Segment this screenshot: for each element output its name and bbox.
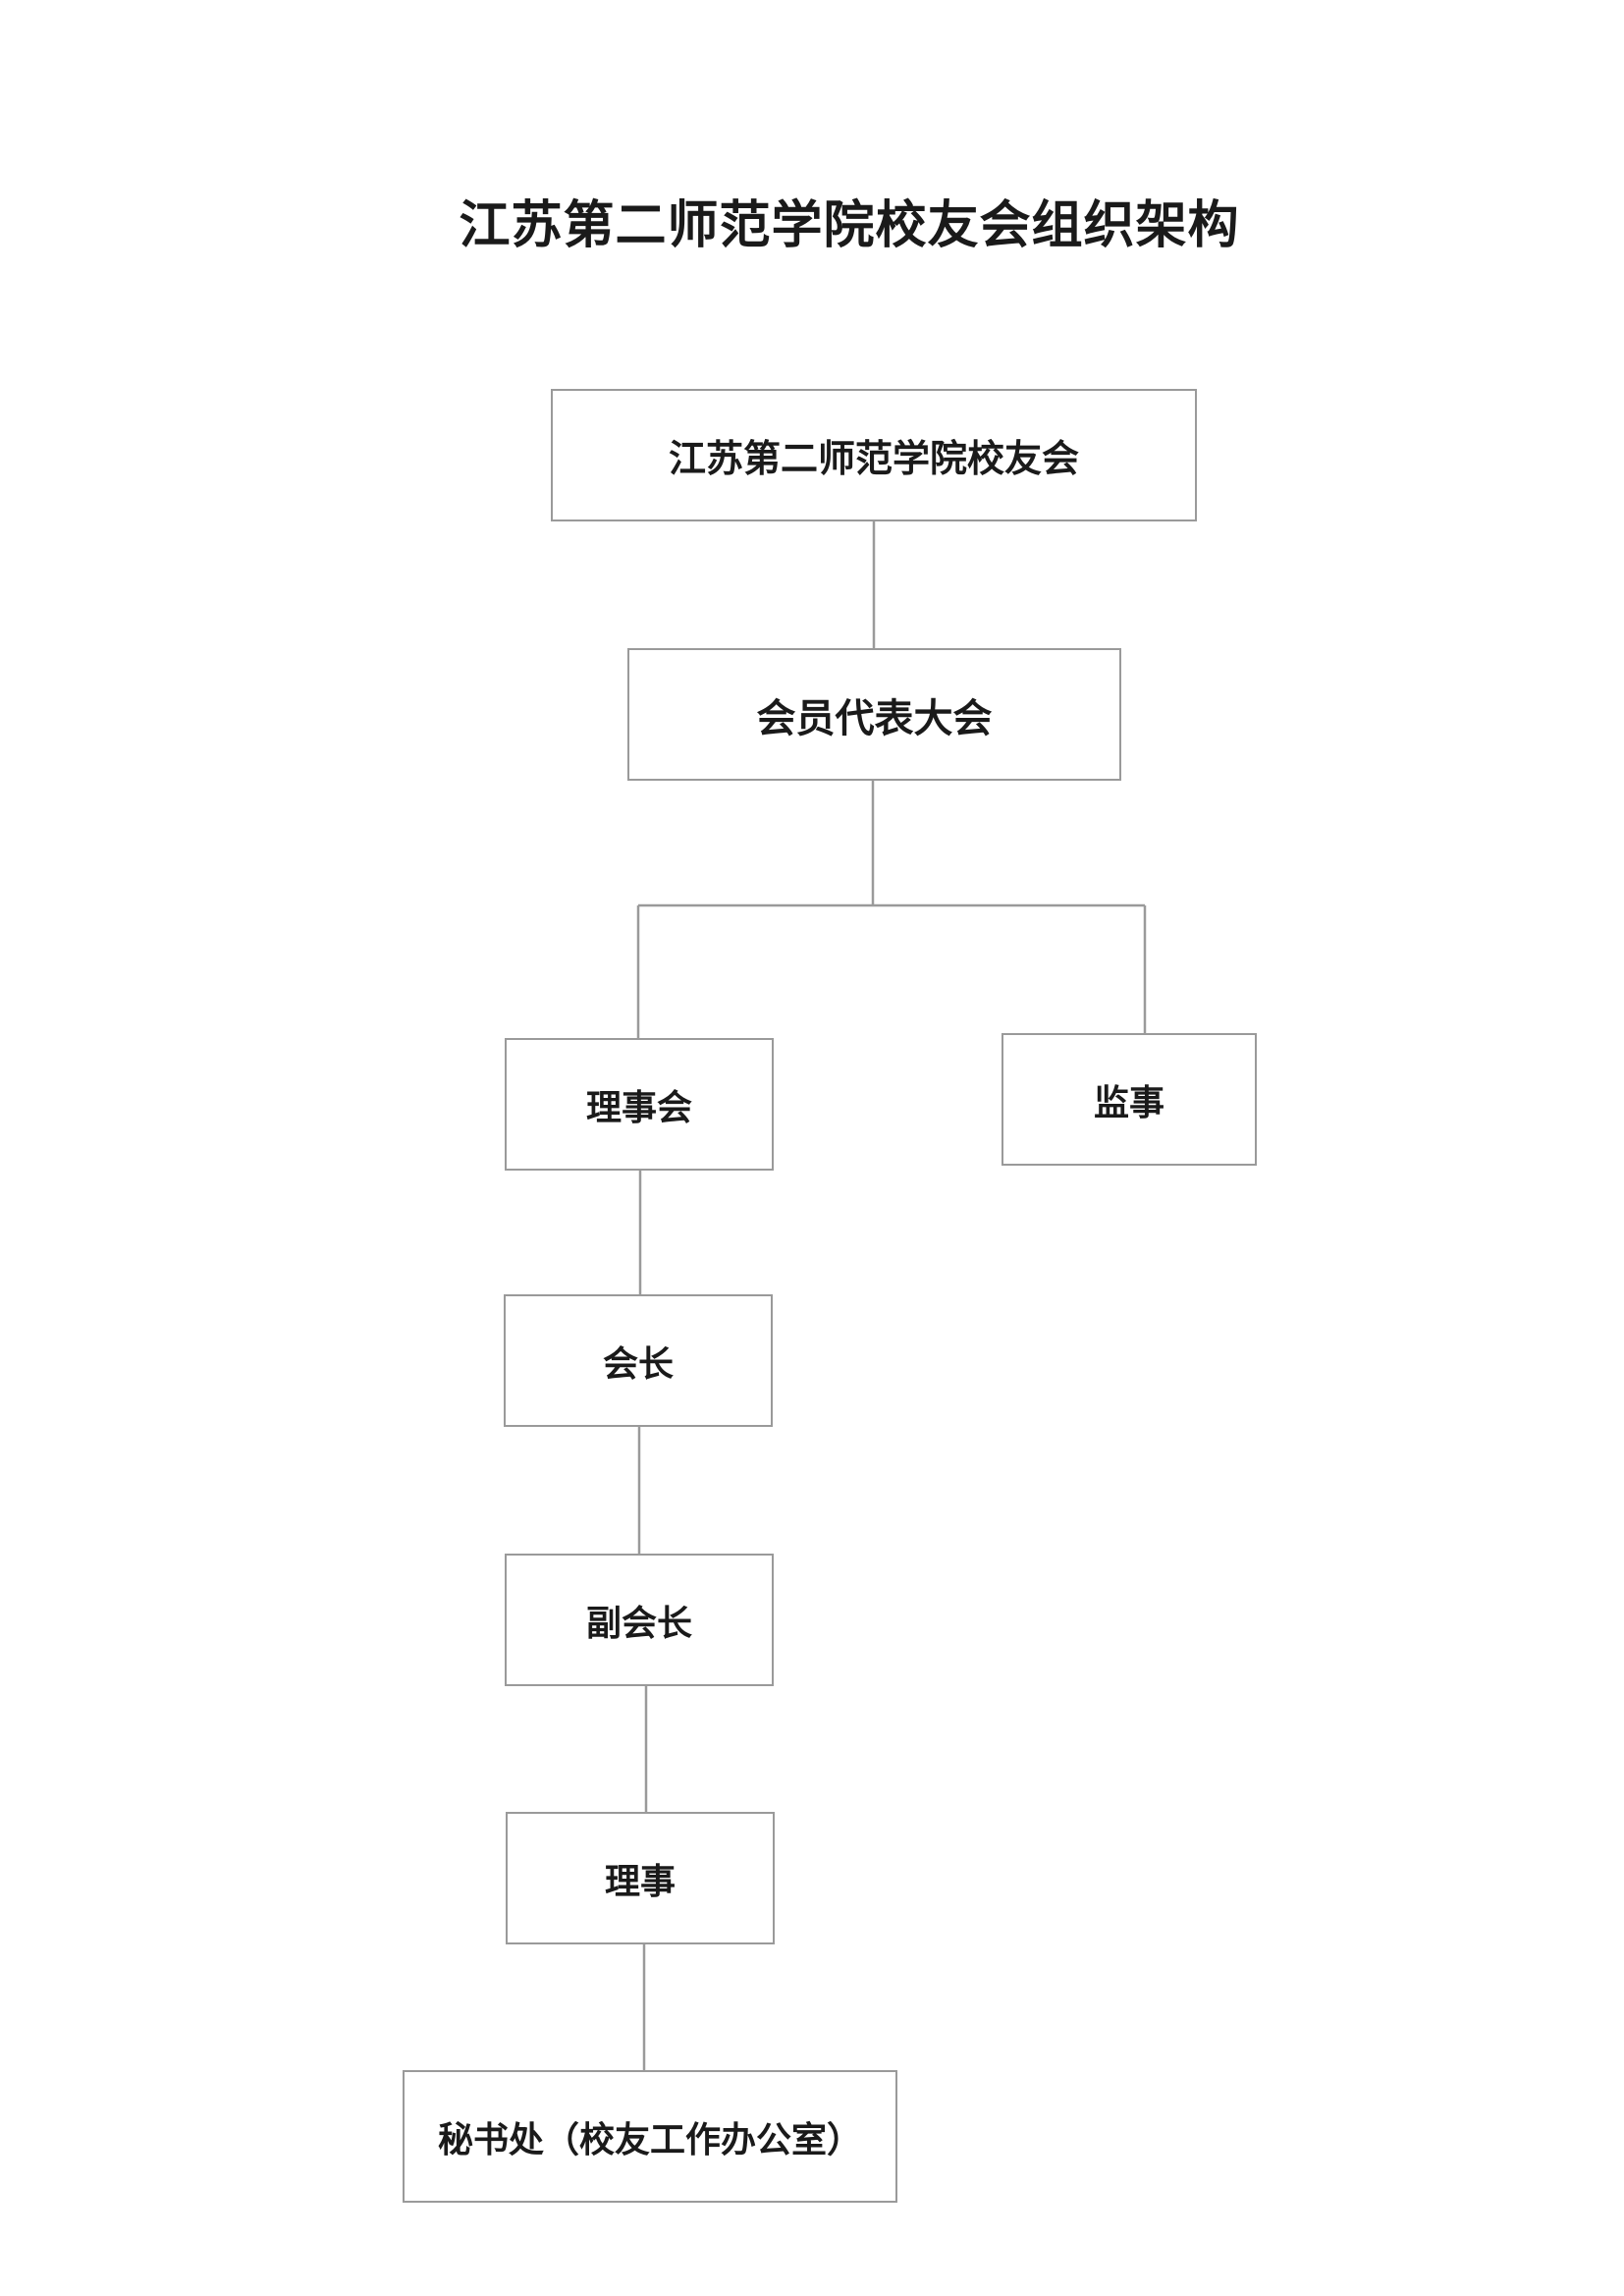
node-supervisor: 监事 [1001,1033,1257,1166]
node-label: 监事 [1093,1081,1164,1123]
page-title: 江苏第二师范学院校友会组织架构 [459,195,1240,255]
node-label: 副会长 [585,1602,692,1644]
node-vice-president: 副会长 [505,1554,774,1686]
node-secretariat: 秘书处（校友工作办公室） [403,2070,897,2203]
node-label: 会长 [602,1342,674,1385]
node-alumni-association: 江苏第二师范学院校友会 [551,389,1197,521]
node-label: 理事会 [585,1086,692,1128]
node-label: 理事 [604,1860,676,1902]
node-director: 理事 [506,1812,775,1944]
node-member-representative-assembly: 会员代表大会 [627,648,1121,781]
node-label: 会员代表大会 [756,694,993,741]
node-label: 秘书处（校友工作办公室） [437,2118,862,2160]
node-president: 会长 [504,1294,773,1427]
node-council: 理事会 [505,1038,774,1171]
node-label: 江苏第二师范学院校友会 [668,436,1079,480]
